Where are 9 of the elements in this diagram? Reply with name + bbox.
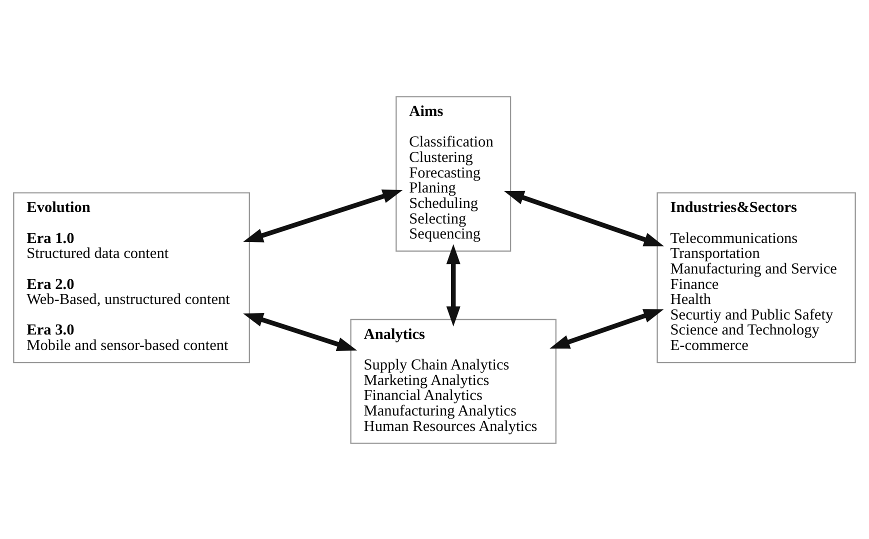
arrow: [243, 312, 358, 351]
arrow: [446, 244, 460, 326]
node-box: Analytics Supply Chain Analytics Marketing Analytics Financial Analytics Manufacturing Analytics Human Resources Analytics: [350, 318, 556, 444]
arrow: [243, 189, 403, 242]
node-box: Industries&Sectors Telecommunications Transportation Manufacturing and Service Finance Health Securtiy and Public Safety Science and Technology E-commerce: [656, 192, 856, 363]
node-box: Evolution Era 1.0 Structured data content Era 2.0 Web-Based, unstructured content Era 3.0 Mobile and sensor-based content: [13, 192, 250, 363]
arrow: [550, 308, 664, 348]
node-box: Aims Classification Clustering Forecasting Planing Scheduling Selecting Sequencing: [396, 96, 512, 252]
arrow: [504, 190, 664, 246]
